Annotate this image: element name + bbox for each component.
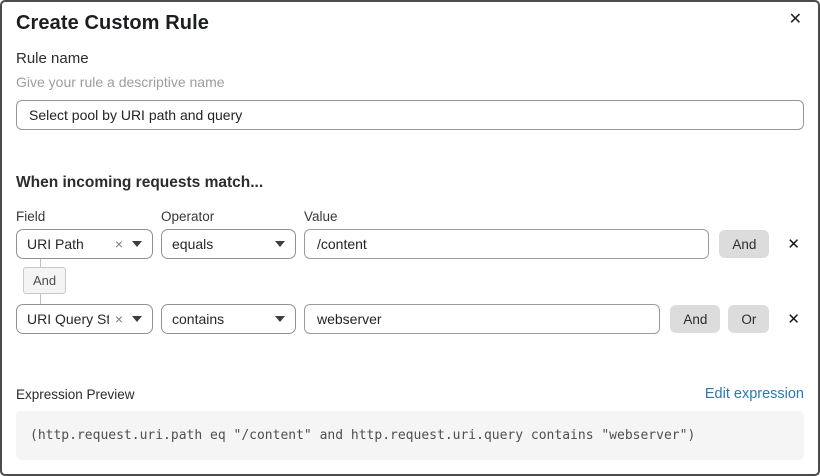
operator-select-2-value: contains bbox=[172, 311, 225, 327]
match-row-2: URI Query St... × contains And Or ✕ bbox=[16, 304, 804, 334]
chevron-down-icon bbox=[275, 316, 285, 322]
dialog-title: Create Custom Rule bbox=[16, 12, 209, 34]
expression-header: Expression Preview Edit expression bbox=[16, 386, 804, 402]
value-column-label: Value bbox=[304, 209, 338, 224]
field-select-1-value: URI Path bbox=[27, 236, 84, 252]
field-select-1[interactable]: URI Path × bbox=[16, 229, 153, 259]
and-button-row-2[interactable]: And bbox=[670, 305, 721, 333]
field-select-2-value: URI Query St... bbox=[27, 311, 109, 327]
and-button-row-1[interactable]: And bbox=[719, 230, 770, 258]
value-input-1[interactable] bbox=[304, 229, 710, 259]
expression-preview-label: Expression Preview bbox=[16, 386, 135, 402]
field-select-2[interactable]: URI Query St... × bbox=[16, 304, 153, 334]
rule-name-hint: Give your rule a descriptive name bbox=[16, 74, 225, 90]
edit-expression-link[interactable]: Edit expression bbox=[704, 386, 804, 402]
clear-field-icon[interactable]: × bbox=[114, 311, 123, 327]
chevron-down-icon bbox=[132, 241, 142, 247]
rule-name-label: Rule name bbox=[16, 50, 89, 67]
operator-column-label: Operator bbox=[161, 209, 215, 224]
chevron-down-icon bbox=[132, 316, 142, 322]
operator-select-1[interactable]: equals bbox=[161, 229, 296, 259]
or-button-row-2[interactable]: Or bbox=[728, 305, 770, 333]
field-column-label: Field bbox=[16, 209, 46, 224]
operator-select-1-value: equals bbox=[172, 236, 214, 252]
match-heading: When incoming requests match... bbox=[16, 174, 264, 191]
row-connector: And bbox=[16, 259, 70, 304]
clear-field-icon[interactable]: × bbox=[114, 236, 123, 252]
delete-row-2-icon[interactable]: ✕ bbox=[787, 310, 800, 328]
operator-select-2[interactable]: contains bbox=[161, 304, 296, 334]
rule-name-input[interactable] bbox=[16, 100, 804, 130]
match-row-1: URI Path × equals And ✕ bbox=[16, 229, 804, 259]
delete-row-1-icon[interactable]: ✕ bbox=[787, 235, 800, 253]
chevron-down-icon bbox=[275, 241, 285, 247]
value-input-2[interactable] bbox=[304, 304, 661, 334]
close-icon[interactable]: ✕ bbox=[788, 11, 802, 28]
expression-code: (http.request.uri.path eq "/content" and… bbox=[16, 411, 804, 460]
column-labels: Field Operator Value bbox=[16, 209, 804, 224]
rule-name-section: Rule name Give your rule a descriptive n… bbox=[16, 50, 804, 130]
connector-and-badge: And bbox=[23, 267, 67, 294]
